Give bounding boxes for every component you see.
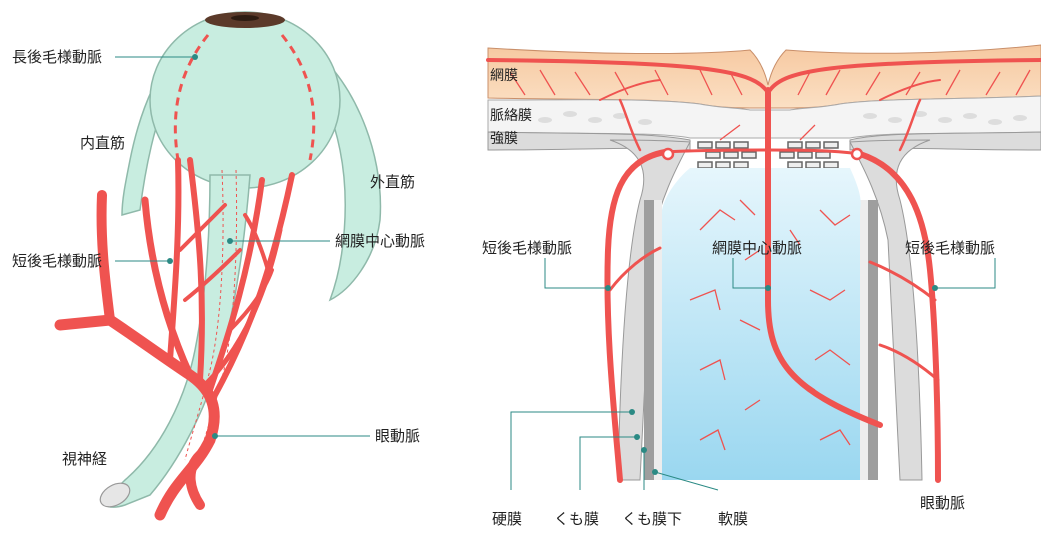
label-sclera: 強膜	[490, 131, 518, 147]
label-short-posterior-ciliary-artery-right: 短後毛様動脈	[905, 239, 995, 257]
label-dura-mater: 硬膜	[492, 510, 522, 528]
label-ophthalmic-artery: 眼動脈	[375, 427, 420, 445]
left-arteries	[54, 157, 295, 521]
central-retinal-artery-dashed	[184, 169, 224, 461]
left-eye-diagram: 長後毛様動脈 内直筋 外直筋 網膜中心動脈 短後毛様動脈 眼動脈 視神経	[12, 11, 425, 521]
label-short-posterior-ciliary-artery-left: 短後毛様動脈	[482, 239, 572, 257]
label-medial-rectus: 内直筋	[80, 134, 125, 152]
right-arteries	[486, 58, 1041, 483]
lamina-cribrosa	[697, 141, 839, 169]
pia-mater-right	[860, 200, 868, 480]
dura-mater-right	[849, 139, 931, 481]
pia-mater-left	[654, 200, 662, 480]
label-arachnoid: くも膜	[554, 510, 599, 528]
left-leader-lines	[115, 56, 370, 437]
right-leader-lines	[510, 258, 996, 491]
label-pia-mater: 軟膜	[718, 510, 748, 528]
long-posterior-ciliary-artery-left	[173, 34, 210, 161]
label-ophthalmic-artery-right: 眼動脈	[920, 494, 965, 512]
optic-nerve-interior	[662, 168, 861, 480]
arachnoid-left	[644, 200, 654, 480]
label-long-posterior-ciliary-artery: 長後毛様動脈	[12, 48, 102, 66]
label-central-retinal-artery-right: 網膜中心動脈	[712, 239, 802, 257]
long-posterior-ciliary-artery-right	[280, 34, 316, 161]
choroid-texture	[513, 111, 1027, 125]
label-retina: 網膜	[490, 68, 518, 84]
label-choroid: 脈絡膜	[490, 108, 532, 124]
label-lateral-rectus: 外直筋	[370, 173, 415, 191]
label-optic-nerve: 視神経	[62, 450, 107, 468]
choroid-layer	[487, 95, 1041, 139]
right-cross-section-diagram: 網膜 脈絡膜 強膜 短後毛様動脈 網膜中心動脈 短後毛様動脈 硬膜 くも膜 くも…	[482, 44, 1041, 528]
label-subarachnoid: くも膜下	[622, 510, 682, 528]
label-short-posterior-ciliary-artery: 短後毛様動脈	[12, 252, 102, 270]
capillaries	[509, 69, 1031, 451]
arachnoid-right	[868, 200, 878, 480]
label-central-retinal-artery: 網膜中心動脈	[335, 232, 425, 250]
